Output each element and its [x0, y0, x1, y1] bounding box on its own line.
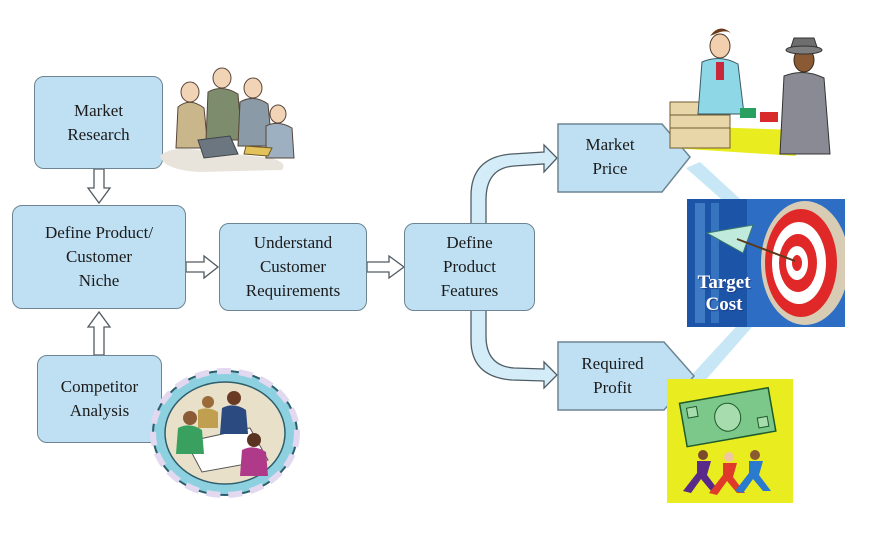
- arrow-understand-to-features: [366, 254, 406, 280]
- target-cost-label: Target Cost: [697, 272, 751, 315]
- money-carriers-clipart: [667, 379, 793, 503]
- node-define-features: Define Product Features: [404, 223, 535, 311]
- cashier-customer-clipart: [669, 28, 831, 156]
- arrow-competitor-to-define: [86, 310, 112, 356]
- node-market-research: Market Research: [34, 76, 163, 169]
- pipe-features-to-price: [470, 143, 558, 226]
- arrow-research-to-define: [86, 168, 112, 205]
- group-discussion-clipart: [150, 368, 300, 498]
- node-competitor-analysis: Competitor Analysis: [37, 355, 162, 443]
- market-price-shape: [557, 123, 691, 193]
- node-define-product: Define Product/ Customer Niche: [12, 205, 186, 309]
- node-market-price: Market Price: [585, 135, 635, 178]
- pipe-features-to-profit: [470, 309, 558, 390]
- team-meeting-clipart: [160, 67, 295, 172]
- node-understand-requirements: Understand Customer Requirements: [219, 223, 367, 311]
- node-required-profit: Required Profit: [581, 354, 644, 397]
- target-dartboard-clipart: [687, 199, 845, 327]
- arrow-define-to-understand: [185, 254, 220, 280]
